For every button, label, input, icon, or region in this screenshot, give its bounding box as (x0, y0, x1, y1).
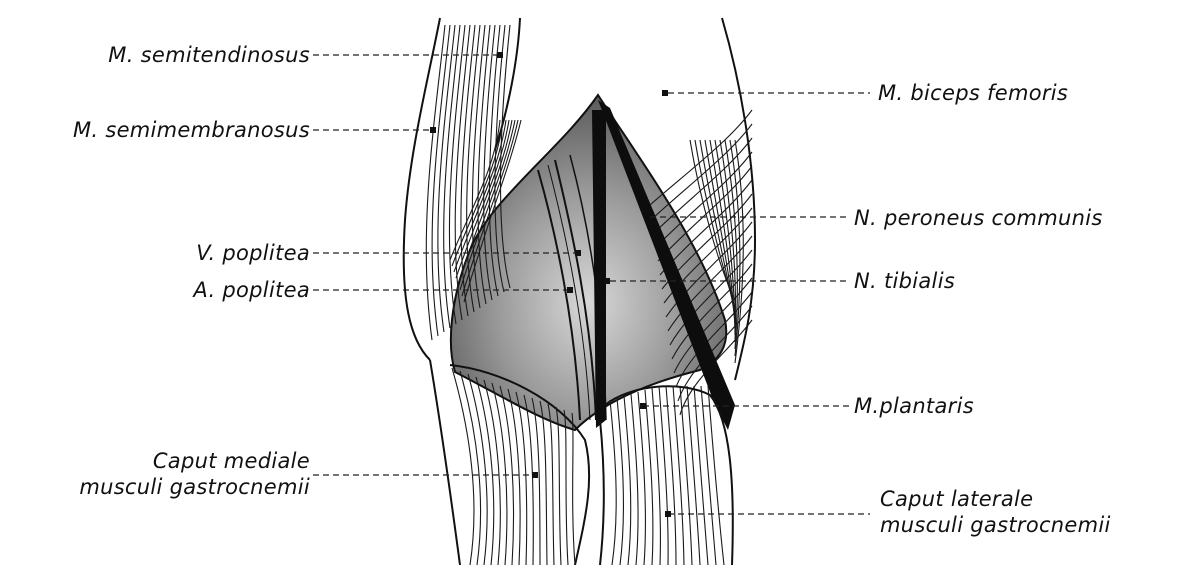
label-caput-mediale-1: Caput mediale (153, 449, 310, 473)
gastrocnemius-lateral-head (600, 386, 733, 565)
label-a-poplitea: A. poplitea (191, 278, 310, 302)
label-semitendinosus: M. semitendinosus (108, 43, 310, 67)
label-peroneus-communis: N. peroneus communis (854, 206, 1103, 230)
label-v-poplitea: V. poplitea (196, 241, 310, 265)
label-biceps-femoris: M. biceps femoris (878, 81, 1068, 105)
label-caput-mediale-2: musculi gastrocnemii (79, 475, 310, 499)
label-semimembranosus: M. semimembranosus (73, 118, 310, 142)
label-caput-laterale-1: Caput laterale (880, 487, 1033, 511)
label-caput-laterale-2: musculi gastrocnemii (880, 513, 1111, 537)
label-plantaris: M.plantaris (854, 394, 974, 418)
label-tibialis: N. tibialis (854, 269, 955, 293)
